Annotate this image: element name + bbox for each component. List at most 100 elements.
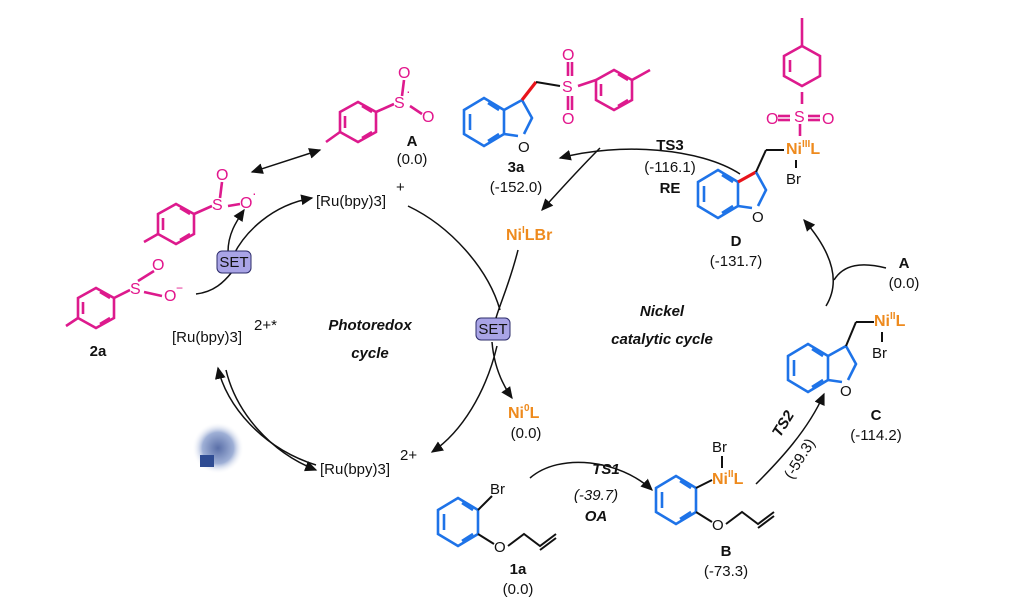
substrate-1a: Br O 1a (0.0)	[436, 481, 557, 598]
ni1-to-set-arrow	[495, 249, 519, 319]
svg-text:NiIIL: NiIIL	[874, 311, 906, 330]
nickel-title-2: catalytic cycle	[611, 331, 713, 348]
svg-text:2+: 2+	[400, 447, 417, 464]
svg-text:O: O	[712, 517, 724, 534]
svg-text:2+*: 2+*	[254, 317, 277, 334]
svg-text:(0.0): (0.0)	[511, 425, 542, 442]
intermediate-B: NiIIL Br O B (-73.3)	[654, 439, 775, 580]
intermediate-C: O NiIIL Br C (-114.2)	[786, 311, 906, 444]
nickel-title-1: Nickel	[640, 303, 685, 320]
ts3-name: TS3	[656, 137, 684, 154]
svg-text:S: S	[212, 197, 223, 214]
set-to-ni0-arrow	[491, 341, 513, 400]
svg-text:Br: Br	[786, 171, 801, 188]
ts1-name: TS1	[592, 461, 620, 478]
set-badge-center: SET	[475, 317, 511, 341]
B-label: B	[721, 543, 732, 560]
ts1-arrow	[529, 461, 653, 491]
c-to-d-arrow	[803, 218, 834, 307]
C-label: C	[871, 407, 882, 424]
sulfinate-2a: S O O − 2a	[65, 257, 183, 360]
svg-text:SET: SET	[478, 321, 507, 338]
svg-text:S: S	[562, 79, 573, 96]
svg-text:NiILBr: NiILBr	[506, 225, 552, 244]
svg-text:O: O	[822, 111, 834, 128]
svg-text:·: ·	[252, 185, 257, 201]
D-energy: (-131.7)	[710, 253, 763, 270]
photoredox-cycle: Photoredox cycle [Ru(bpy)3] + [Ru(bpy)3]…	[172, 179, 511, 478]
photoredox-arc-left-1	[215, 366, 317, 466]
sulfinate-radical-top: S O O ·	[143, 167, 257, 246]
set-left-arrow-out	[227, 208, 245, 253]
set-left-arrow-in	[195, 271, 233, 295]
photoredox-arc-right-bottom	[430, 345, 498, 453]
set-badge-left: SET	[216, 250, 252, 274]
svg-text:O: O	[398, 65, 410, 82]
svg-text:−: −	[176, 281, 183, 295]
ts3-arrow-down	[541, 147, 601, 212]
sulfinate-label: 2a	[90, 343, 107, 360]
ru-left-complex: [Ru(bpy)3] 2+*	[172, 317, 277, 346]
photoredox-arc-left-2	[225, 369, 318, 472]
svg-text:+: +	[396, 179, 405, 196]
svg-text:[Ru(bpy)3]: [Ru(bpy)3]	[320, 461, 390, 478]
svg-text:Br: Br	[490, 481, 505, 498]
1a-energy: (0.0)	[503, 581, 534, 598]
A-top-label: A	[407, 133, 418, 150]
ru-top-complex: [Ru(bpy)3] +	[316, 179, 405, 210]
svg-text:O: O	[494, 539, 506, 556]
ts3-energy: (-116.1)	[644, 159, 695, 176]
svg-text:O: O	[562, 111, 574, 128]
3a-label: 3a	[508, 159, 525, 176]
C-energy: (-114.2)	[850, 427, 901, 444]
svg-text:NiIIL: NiIIL	[712, 469, 744, 488]
ts3-step: RE	[660, 180, 681, 197]
svg-text:O: O	[562, 47, 574, 64]
A-top-energy: (0.0)	[397, 151, 428, 168]
light-source-icon	[192, 422, 244, 474]
svg-text:[Ru(bpy)3]: [Ru(bpy)3]	[316, 193, 386, 210]
photoredox-title-2: cycle	[351, 345, 389, 362]
svg-text:Br: Br	[712, 439, 727, 456]
ts3-arrow-top	[558, 148, 741, 175]
photoredox-arc-top	[407, 205, 501, 311]
svg-text:O: O	[164, 288, 176, 305]
ru-bottom-complex: [Ru(bpy)3] 2+	[320, 447, 417, 478]
intermediate-D: O NiIIIL Br S O O D (-131.7)	[696, 18, 834, 270]
A-right-energy: (0.0)	[889, 275, 920, 292]
ts2-energy: (-59.3)	[781, 436, 819, 482]
svg-text:O: O	[752, 209, 764, 226]
photoredox-arc-upper-left	[231, 194, 314, 259]
ni1-species: NiILBr	[506, 225, 552, 244]
svg-text:[Ru(bpy)3]: [Ru(bpy)3]	[172, 329, 242, 346]
1a-label: 1a	[510, 561, 527, 578]
ts2-arrow	[755, 392, 825, 485]
A-addition-arrow	[833, 264, 887, 281]
svg-text:O: O	[240, 195, 252, 212]
D-label: D	[731, 233, 742, 250]
ts2-name: TS2	[769, 407, 798, 440]
svg-text:S: S	[394, 95, 405, 112]
ts1-step: OA	[585, 508, 608, 525]
svg-text:·: ·	[406, 83, 411, 99]
svg-text:S: S	[794, 109, 805, 126]
svg-text:O: O	[766, 111, 778, 128]
svg-text:O: O	[518, 139, 530, 156]
svg-text:O: O	[422, 109, 434, 126]
svg-text:O: O	[152, 257, 164, 274]
svg-text:O: O	[216, 167, 228, 184]
ts1-energy: (-39.7)	[574, 487, 618, 504]
resonance-arrow	[250, 148, 322, 174]
svg-text:O: O	[840, 383, 852, 400]
ni0-species: Ni0L (0.0)	[508, 403, 541, 442]
svg-text:NiIIIL: NiIIIL	[786, 139, 820, 158]
A-right-label: A	[899, 255, 910, 272]
svg-text:Br: Br	[872, 345, 887, 362]
sulfonyl-radical-A: S O O · A (0.0)	[325, 65, 434, 168]
B-energy: (-73.3)	[704, 563, 748, 580]
svg-text:S: S	[130, 281, 141, 298]
svg-text:Ni0L: Ni0L	[508, 403, 540, 422]
nickel-cycle: Nickel catalytic cycle NiILBr Ni0L (0.0)…	[491, 137, 920, 525]
3a-energy: (-152.0)	[490, 179, 543, 196]
